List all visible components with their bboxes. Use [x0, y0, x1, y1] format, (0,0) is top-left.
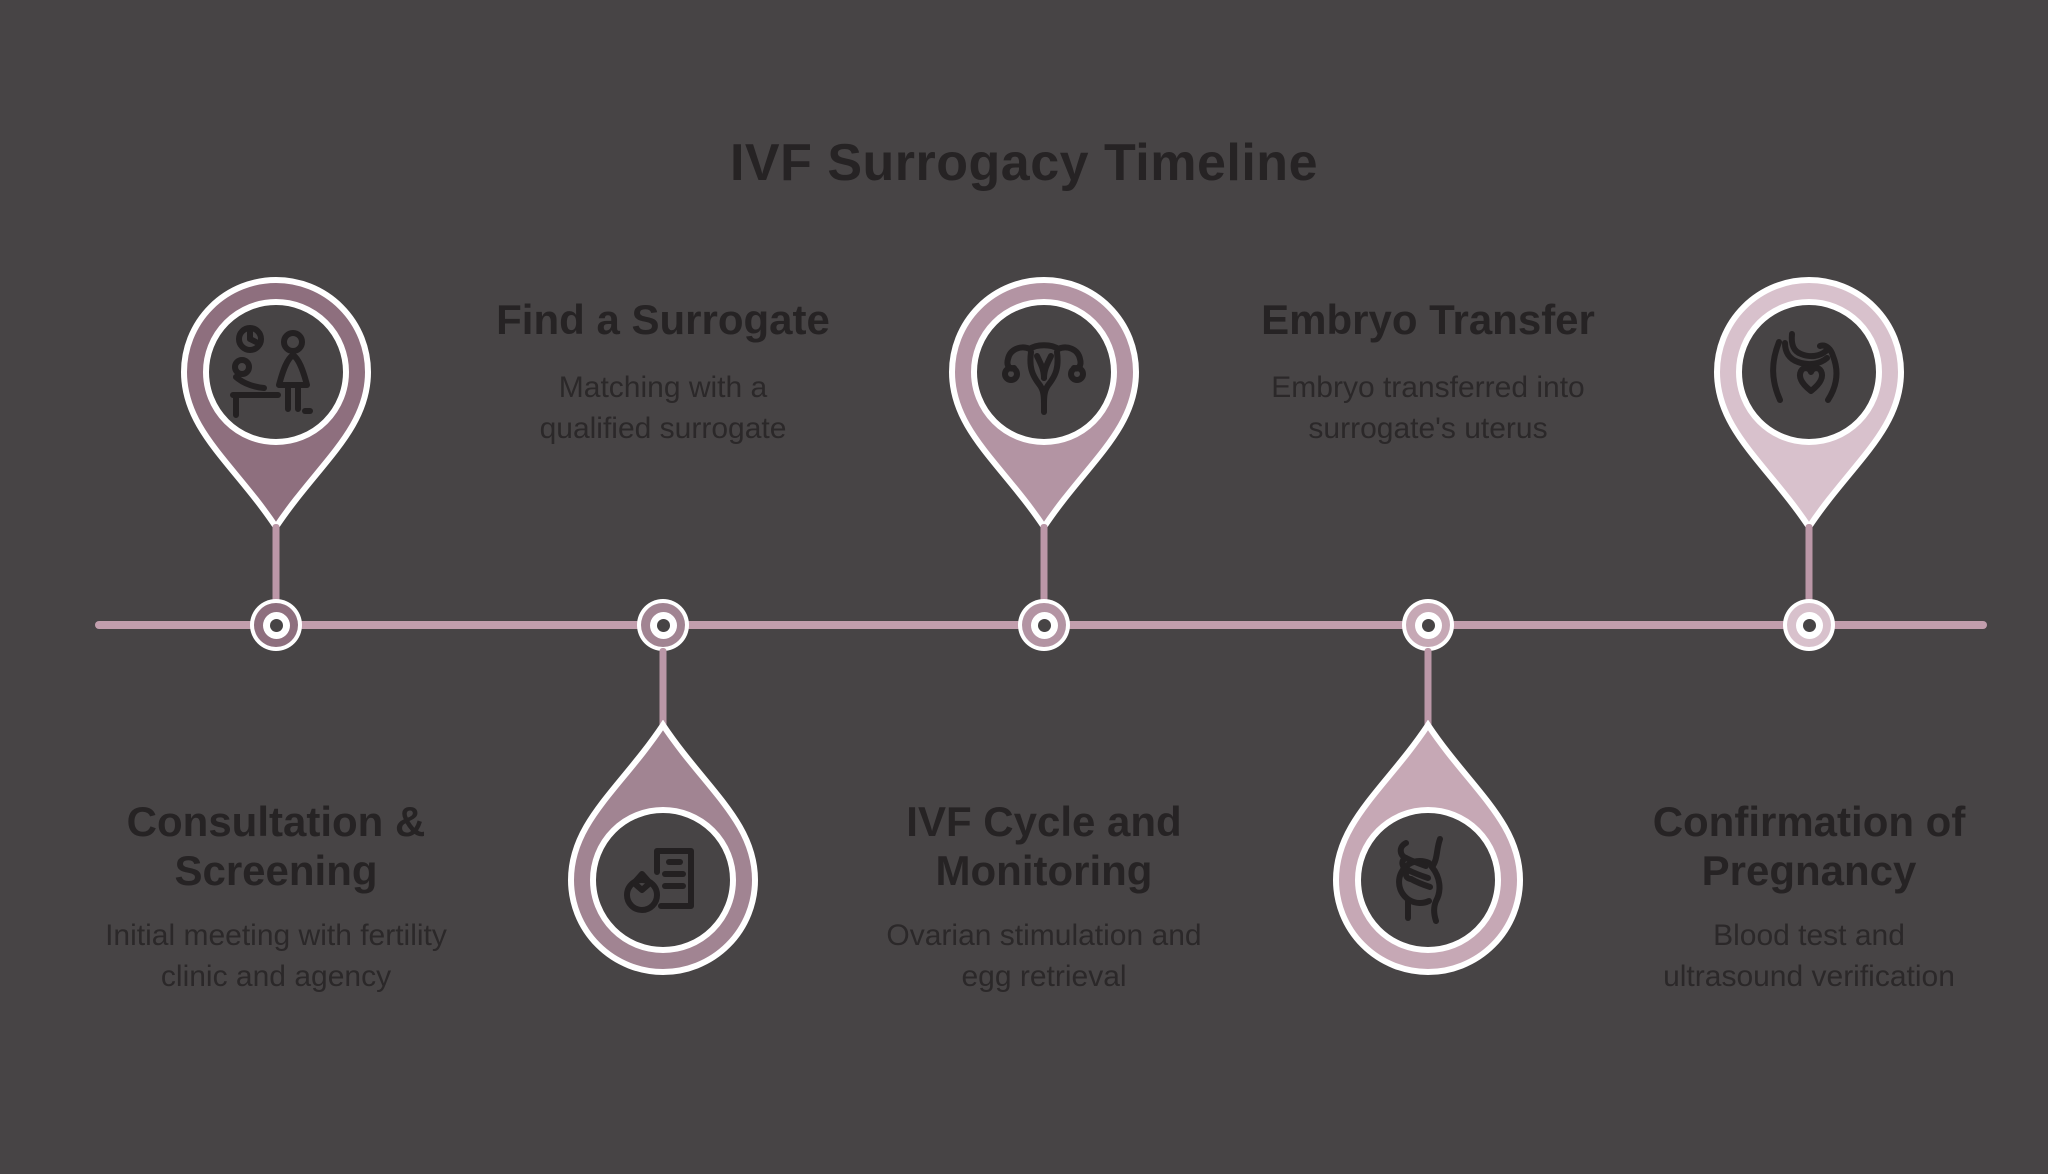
stage-title: Confirmation of Pregnancy [1652, 798, 1966, 894]
node-core [656, 618, 670, 632]
stage-title: Consultation & Screening [126, 798, 426, 894]
pregnancy-confirmation-icon [1770, 331, 1840, 403]
stage-title: Embryo Transfer [1261, 296, 1595, 343]
node-inner [262, 611, 290, 639]
timeline-node [1783, 599, 1835, 651]
pin-inner-circle [203, 299, 349, 445]
stage-description: Matching with a qualified surrogate [539, 371, 787, 445]
stage-title: IVF Cycle and Monitoring [906, 798, 1182, 894]
map-pin [180, 277, 372, 532]
timeline-node [1018, 599, 1070, 651]
pin-stem [659, 648, 667, 730]
stage-description: Initial meeting with fertility clinic an… [105, 919, 447, 993]
node-core [1802, 618, 1816, 632]
stage-description: Embryo transferred into surrogate's uter… [1271, 371, 1585, 445]
node-ring [1022, 603, 1066, 647]
node-inner [1414, 611, 1442, 639]
map-pin [1332, 720, 1524, 975]
stage-title: Find a Surrogate [496, 296, 830, 343]
uterus-icon [1002, 342, 1086, 415]
node-ring [1406, 603, 1450, 647]
node-core [1421, 618, 1435, 632]
diagram-title: IVF Surrogacy Timeline [729, 133, 1318, 192]
timeline-node [637, 599, 689, 651]
consultation-icon [230, 325, 313, 418]
node-ring [254, 603, 298, 647]
surrogate-matching-icon [624, 848, 694, 913]
stage-description: Ovarian stimulation and egg retrieval [886, 919, 1202, 993]
pin-stem [272, 524, 280, 604]
node-ring [641, 603, 685, 647]
map-pin [948, 277, 1140, 532]
node-ring [1787, 603, 1831, 647]
pin-inner-circle [590, 807, 736, 953]
embryo-transfer-icon [1396, 836, 1443, 924]
map-pin [1713, 277, 1905, 532]
timeline-node [250, 599, 302, 651]
node-core [1037, 618, 1051, 632]
pin-stem [1805, 524, 1813, 604]
pin-stem [1040, 524, 1048, 604]
node-inner [1030, 611, 1058, 639]
timeline-node [1402, 599, 1454, 651]
node-inner [1795, 611, 1823, 639]
map-pin [567, 720, 759, 975]
pin-stem [1424, 648, 1432, 730]
node-inner [649, 611, 677, 639]
stage-description: Blood test and ultrasound verification [1663, 919, 1955, 993]
node-core [269, 618, 283, 632]
